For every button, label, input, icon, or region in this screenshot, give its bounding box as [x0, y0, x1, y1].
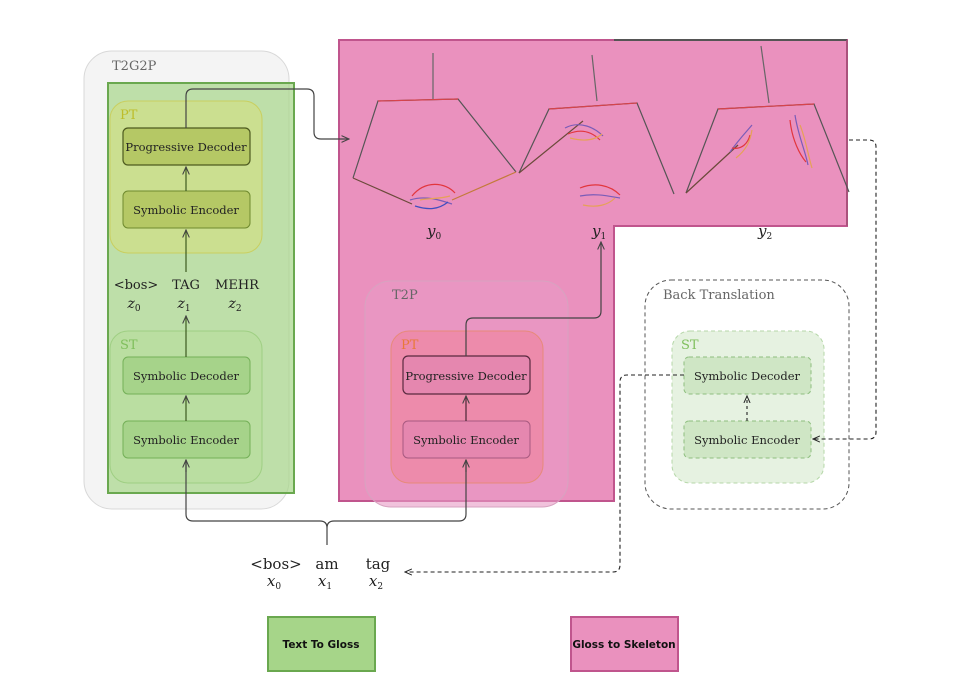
- left-symbolic-encoder-bottom: Symbolic Encoder: [122, 420, 251, 459]
- legend-gloss-to-skeleton-label: Gloss to Skeleton: [572, 639, 675, 651]
- mid-progressive-decoder: Progressive Decoder: [402, 355, 531, 395]
- gloss-token-1: TAG: [172, 278, 200, 293]
- dashed-arrow-bt-dec-to-text: [405, 374, 684, 572]
- mid-symbolic-encoder-label: Symbolic Encoder: [413, 433, 519, 447]
- pose-label-2: y2: [757, 222, 772, 242]
- left-symbolic-decoder: Symbolic Decoder: [122, 356, 251, 395]
- gloss-tokens: <bos> TAG MEHR z0 z1 z2: [114, 278, 260, 314]
- bt-symbolic-encoder-label: Symbolic Encoder: [694, 433, 800, 447]
- skeleton-pose-2: [685, 45, 850, 194]
- back-translation-label: Back Translation: [663, 288, 775, 303]
- skeleton-pose-1: [518, 54, 675, 207]
- arrow-progdec-to-y0: [185, 88, 349, 139]
- text-tokens: <bos> am tag x0 x1 x2: [250, 555, 390, 592]
- t2g2p-label: T2G2P: [112, 59, 157, 74]
- left-symbolic-encoder-top-label: Symbolic Encoder: [133, 203, 239, 217]
- gloss-var-1: z1: [176, 296, 190, 314]
- bt-symbolic-encoder: Symbolic Encoder: [683, 420, 812, 459]
- left-symbolic-encoder-bottom-label: Symbolic Encoder: [133, 433, 239, 447]
- gloss-token-0: <bos>: [114, 278, 159, 293]
- pose-label-1: y1: [591, 222, 606, 242]
- left-symbolic-decoder-label: Symbolic Decoder: [133, 369, 240, 383]
- arrow-progdec-to-y1: [465, 242, 601, 356]
- text-var-0: x0: [267, 572, 281, 592]
- text-token-0: <bos>: [250, 555, 301, 573]
- bt-symbolic-decoder: Symbolic Decoder: [683, 356, 812, 395]
- text-token-2: tag: [366, 555, 391, 573]
- left-st-label: ST: [120, 338, 138, 353]
- legend-text-to-gloss-label: Text To Gloss: [283, 639, 360, 651]
- left-progressive-decoder-label: Progressive Decoder: [125, 140, 247, 154]
- left-progressive-decoder: Progressive Decoder: [122, 127, 251, 166]
- mid-pt-container: [390, 330, 544, 484]
- mid-pt-label: PT: [401, 338, 419, 353]
- text-var-1: x1: [318, 572, 332, 592]
- text-var-2: x2: [369, 572, 383, 592]
- left-symbolic-encoder-top: Symbolic Encoder: [122, 190, 251, 229]
- legend-gloss-to-skeleton: Gloss to Skeleton: [570, 616, 679, 672]
- gloss-var-2: z2: [227, 296, 241, 314]
- t2p-label: T2P: [392, 288, 418, 303]
- bt-symbolic-decoder-label: Symbolic Decoder: [694, 369, 801, 383]
- text-token-1: am: [315, 555, 338, 573]
- bt-st-container: [671, 330, 825, 484]
- mid-symbolic-encoder: Symbolic Encoder: [402, 420, 531, 459]
- skeleton-pose-0: [352, 53, 517, 210]
- mid-progressive-decoder-label: Progressive Decoder: [405, 369, 527, 383]
- gloss-var-0: z0: [126, 296, 140, 314]
- dashed-arrow-y2-to-bt-encoder: [813, 139, 877, 439]
- bt-st-label: ST: [681, 338, 699, 353]
- left-pt-label: PT: [120, 108, 138, 123]
- input-brace: [185, 460, 467, 545]
- gloss-token-2: MEHR: [215, 278, 260, 293]
- pose-label-0: y0: [426, 222, 441, 242]
- legend-text-to-gloss: Text To Gloss: [267, 616, 376, 672]
